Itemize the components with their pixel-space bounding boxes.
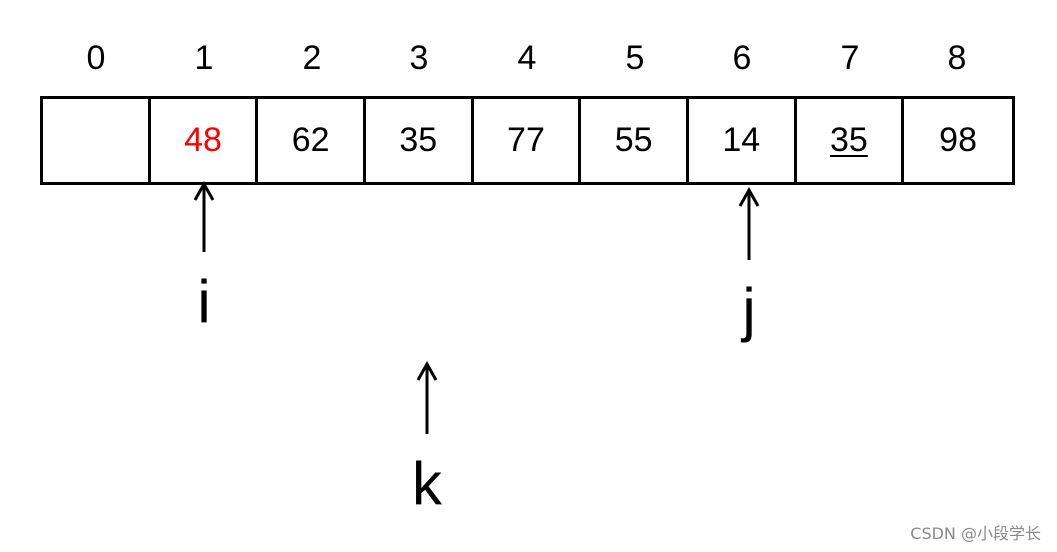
array-cell-3: 35	[366, 99, 474, 182]
array-cell-0	[43, 99, 151, 182]
arrow-j	[738, 186, 760, 260]
pointer-label-j: j	[742, 276, 756, 343]
pointer-label-k: k	[412, 450, 442, 517]
arrow-i	[193, 180, 215, 252]
array-cell-8: 98	[904, 99, 1012, 182]
array-cell-6: 14	[689, 99, 797, 182]
cell-value-3: 35	[399, 121, 438, 159]
index-row: 0 1 2 3 4 5 6 7 8	[42, 36, 1011, 80]
index-label-2: 2	[302, 39, 322, 77]
index-label-7: 7	[840, 39, 860, 77]
cell-value-8: 98	[939, 121, 977, 159]
pointer-label-i: i	[197, 268, 211, 335]
index-label-5: 5	[625, 39, 645, 77]
index-label-4: 4	[517, 39, 537, 77]
array-cell-2: 62	[258, 99, 366, 182]
cell-value-1: 48	[184, 121, 222, 159]
index-label-0: 0	[86, 39, 106, 77]
cell-value-6: 14	[722, 121, 761, 159]
cell-value-4: 77	[507, 121, 545, 159]
index-label-1: 1	[194, 39, 214, 77]
cell-value-7: 35	[830, 121, 868, 159]
array-cell-7: 35	[797, 99, 905, 182]
watermark: CSDN @小段学长	[910, 524, 1041, 543]
array-cell-5: 55	[581, 99, 689, 182]
index-label-6: 6	[732, 39, 752, 77]
index-label-8: 8	[947, 39, 967, 77]
array-cell-1: 48	[151, 99, 259, 182]
cell-value-2: 62	[291, 121, 330, 159]
arrow-k	[416, 360, 438, 434]
array-box: 48 62 35 77 55 14 35 98	[40, 96, 1015, 185]
array-cell-4: 77	[474, 99, 582, 182]
index-label-3: 3	[409, 39, 429, 77]
cell-value-5: 55	[614, 121, 653, 159]
